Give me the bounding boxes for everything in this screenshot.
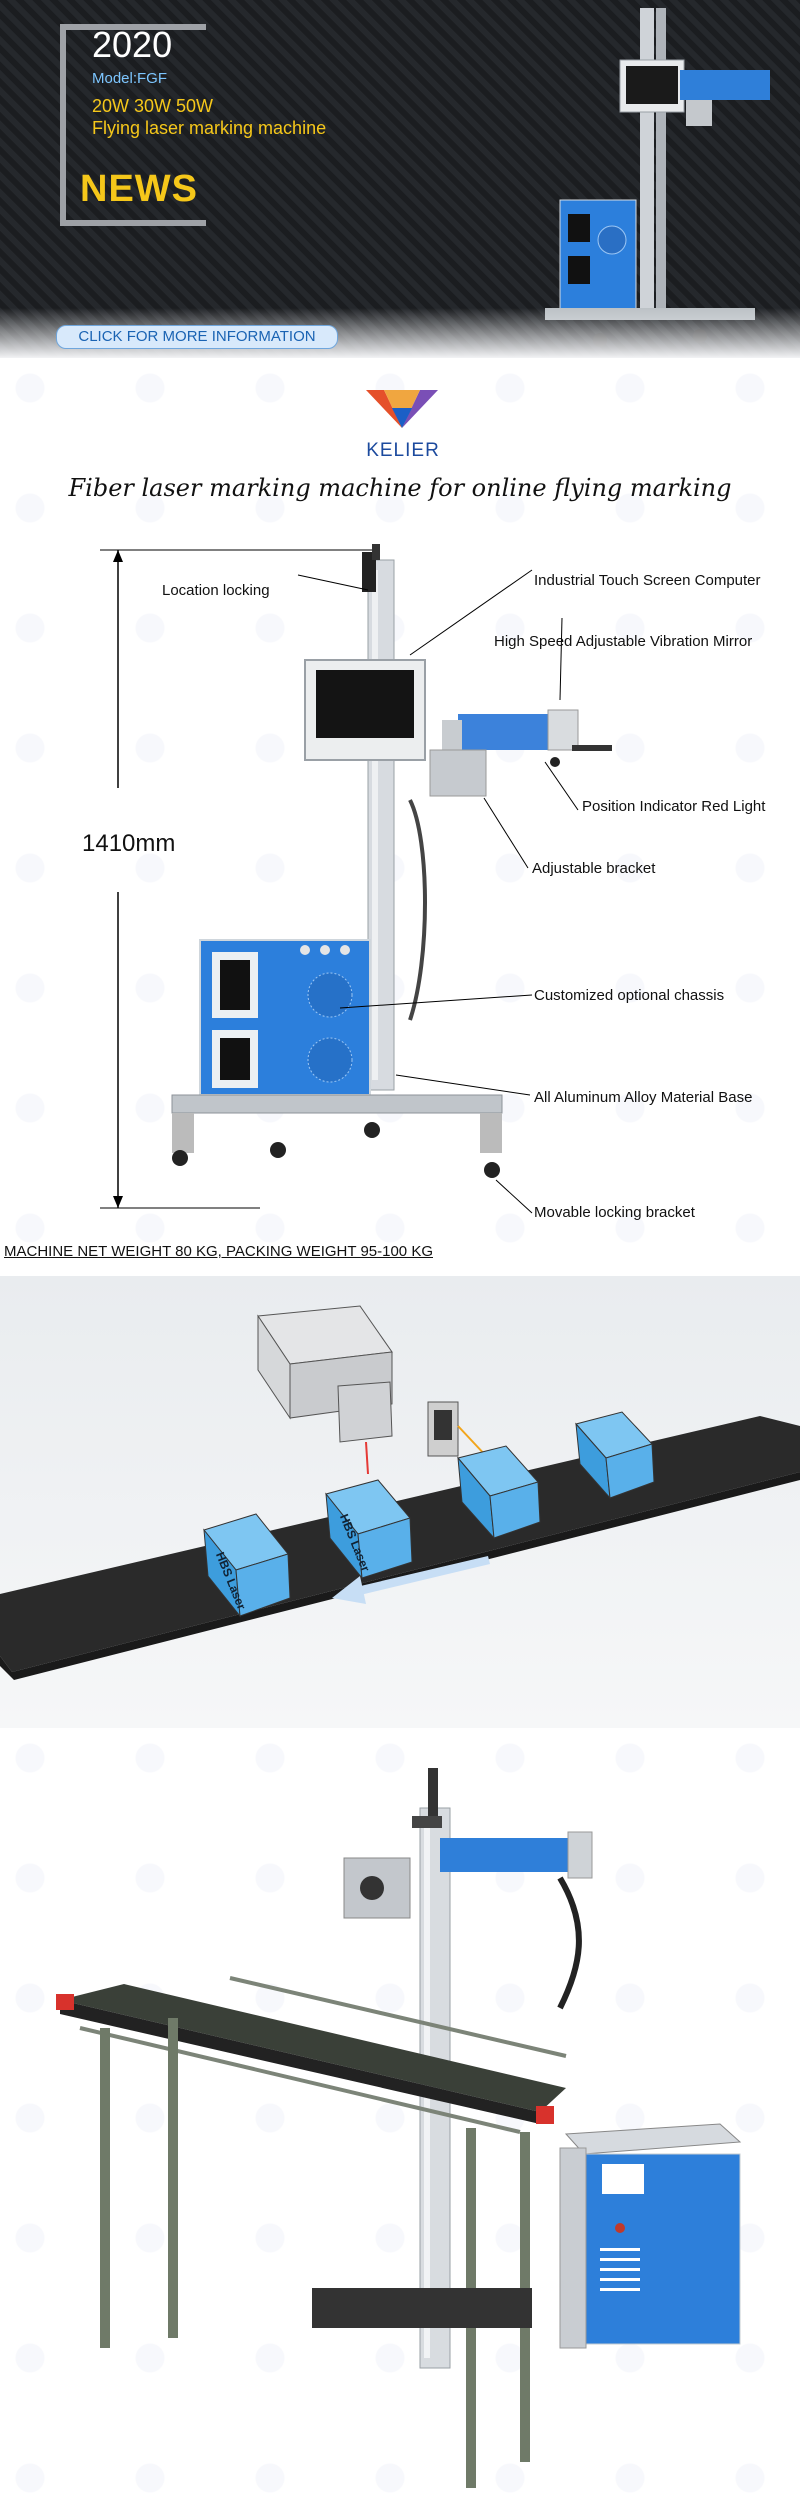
height-label: 1410mm [82, 830, 176, 857]
product-box-2 [325, 1479, 413, 1580]
banner-machine-image [545, 8, 770, 347]
callout-location-locking: Location locking [162, 582, 270, 599]
callout-adjustable-bracket: Adjustable bracket [532, 860, 656, 877]
conveyor-machine-image [56, 1768, 742, 2488]
banner-frame [60, 24, 206, 220]
banner-description: Flying laser marking machine [92, 118, 327, 138]
callout-locking-bracket: Movable locking bracket [534, 1204, 695, 1221]
product-box-3 [457, 1445, 541, 1540]
banner-frame-bottom [60, 220, 206, 226]
callout-touch-screen: Industrial Touch Screen Computer [534, 572, 761, 589]
height-dimension-line [100, 549, 380, 1209]
news-banner: 2020 Model:FGF 20W 30W 50W Flying laser … [0, 0, 800, 358]
callout-vibration-mirror: High Speed Adjustable Vibration Mirror [494, 633, 753, 650]
callout-chassis: Customized optional chassis [534, 987, 725, 1004]
product-box-1 [203, 1513, 291, 1618]
banner-news: NEWS [80, 168, 198, 210]
callout-base: All Aluminum Alloy Material Base [534, 1089, 753, 1106]
machine-diagram-image [171, 544, 612, 1214]
weight-note: MACHINE NET WEIGHT 80 KG, PACKING WEIGHT… [4, 1243, 433, 1260]
callout-red-light: Position Indicator Red Light [582, 798, 766, 815]
banner-model: Model:FGF [92, 70, 168, 87]
spec-title: Fiber laser marking machine for online f… [68, 474, 732, 502]
banner-year: 2020 [92, 24, 173, 65]
more-info-button[interactable]: CLICK FOR MORE INFORMATION [56, 325, 338, 349]
product-photo-section [0, 1728, 800, 2500]
production-line-diagram [0, 1305, 800, 1680]
banner-power: 20W 30W 50W [92, 96, 214, 116]
kelier-logo-icon [366, 390, 438, 428]
brand-name: KELIER [366, 440, 440, 461]
product-box-4 [575, 1411, 655, 1500]
